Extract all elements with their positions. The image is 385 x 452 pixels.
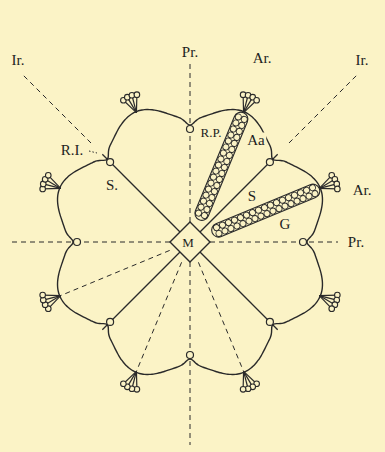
rhopalium-knob bbox=[187, 352, 194, 359]
part-label: M bbox=[181, 236, 195, 249]
part-label: S bbox=[247, 189, 257, 204]
tentacle-tip bbox=[335, 186, 341, 192]
axis-line bbox=[289, 76, 356, 143]
septum-line bbox=[102, 154, 277, 329]
rhopalium-knob bbox=[300, 239, 307, 246]
rhopalium-knob bbox=[266, 318, 273, 325]
part-label: Pr. bbox=[347, 235, 365, 250]
marginal-knobs bbox=[74, 126, 307, 359]
tentacle-tip bbox=[254, 97, 260, 103]
part-label: R.I. bbox=[60, 143, 85, 158]
axis-line bbox=[198, 262, 243, 371]
gonad-bead bbox=[240, 116, 248, 124]
part-label: Ir. bbox=[11, 53, 26, 68]
axis-line bbox=[136, 262, 181, 371]
part-label: G bbox=[279, 217, 292, 232]
manubrium bbox=[170, 222, 210, 262]
tentacle-tip bbox=[40, 292, 46, 298]
tentacle-tip bbox=[134, 92, 140, 98]
umbrella-margin bbox=[58, 110, 323, 375]
leader-line bbox=[89, 151, 97, 153]
rhopalium-knob bbox=[266, 159, 273, 166]
rhopalium-knob bbox=[107, 159, 114, 166]
part-label: S. bbox=[105, 178, 119, 193]
rhopalium-knob bbox=[107, 318, 114, 325]
septum-lines bbox=[102, 154, 277, 329]
tentacle-clusters bbox=[40, 92, 340, 392]
tentacle-tip bbox=[45, 173, 51, 179]
gonad-outline bbox=[193, 110, 250, 223]
tentacle-tip bbox=[121, 381, 127, 387]
gonad-bead bbox=[311, 190, 319, 198]
part-label: Ir. bbox=[355, 53, 370, 68]
part-label: Ar. bbox=[252, 51, 273, 66]
rhopalium-knob bbox=[74, 239, 81, 246]
part-label: Ar. bbox=[352, 183, 373, 198]
gonad bbox=[193, 110, 250, 223]
septum-line bbox=[102, 154, 277, 329]
part-label: R.P. bbox=[200, 126, 223, 139]
gonad-outline bbox=[209, 182, 322, 239]
tentacle-tip bbox=[329, 306, 335, 312]
part-label: Aa bbox=[246, 133, 266, 148]
axis-line bbox=[61, 250, 170, 295]
part-label: Pr. bbox=[181, 45, 199, 60]
gonad bbox=[209, 182, 322, 239]
rhopalium-knob bbox=[187, 126, 194, 133]
axis-line bbox=[24, 76, 91, 143]
radial-axes bbox=[12, 64, 356, 445]
tentacle-tip bbox=[240, 387, 246, 393]
